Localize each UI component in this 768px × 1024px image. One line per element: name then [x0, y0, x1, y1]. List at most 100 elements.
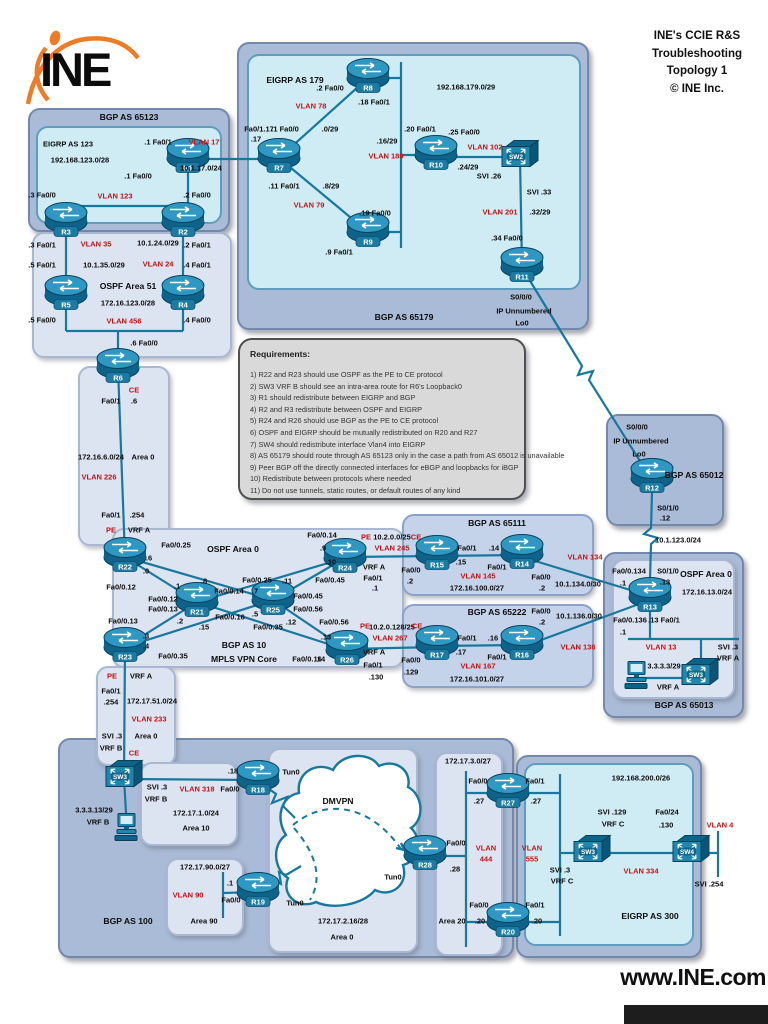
svg-text:R18: R18: [251, 786, 265, 795]
router-r25-icon: R25: [249, 578, 297, 623]
router-r28-icon: R28: [401, 833, 449, 878]
link-line: [196, 556, 346, 604]
svg-text:R15: R15: [430, 561, 444, 570]
diagram-label: VRF C: [550, 876, 574, 886]
diagram-label: VLAN 145: [460, 571, 496, 581]
diagram-label: .18 Fa0/1: [358, 97, 390, 107]
diagram-label: .1: [226, 878, 234, 888]
router-r24-icon: R24: [321, 536, 369, 581]
diagram-label: Fa0/0.14: [307, 530, 337, 540]
diagram-label: 10.2.0.128/25: [369, 622, 415, 632]
link-line: [124, 598, 274, 649]
diagram-label: VLAN 267: [372, 633, 408, 643]
diagram-label: .32/29: [529, 207, 551, 217]
diagram-label: Fa0/0.16: [292, 654, 322, 664]
switch-sw4-icon: SW4: [671, 833, 711, 874]
diagram-label: .3 Fa0/1: [28, 240, 56, 250]
diagram-label: Fa0/1.17: [244, 124, 274, 134]
diagram-label: .2: [406, 576, 414, 586]
diagram-label: .7: [251, 586, 259, 596]
requirement-item: 9) Peer BGP off the directly connected i…: [250, 462, 519, 472]
svg-text:R11: R11: [515, 273, 528, 282]
router-r18-icon: R18: [234, 758, 282, 803]
router-r27-icon: R27: [484, 771, 532, 816]
diagram-label: VRF A: [656, 682, 680, 692]
diagram-label: Fa0/0.13: [108, 616, 138, 626]
diagram-label: VRF A: [129, 671, 153, 681]
diagram-label: 172.16.100.0/27: [449, 583, 505, 593]
router-r10-icon: R10: [412, 133, 460, 178]
diagram-label: VLAN 318: [179, 784, 215, 794]
diagram-label: Lo0: [632, 449, 646, 459]
group-vlan318-area10: [140, 762, 238, 846]
diagram-label: Fa0/0.25: [161, 540, 191, 550]
diagram-label: VLAN: [521, 843, 543, 853]
router-r1-icon: R1: [164, 136, 212, 181]
diagram-label: VLAN 233: [131, 714, 167, 724]
diagram-label: .27: [530, 796, 542, 806]
diagram-label: VLAN 226: [81, 472, 117, 482]
diagram-label: S0/1/0: [657, 566, 679, 576]
svg-text:R7: R7: [274, 164, 284, 173]
router-r12-icon: R12: [628, 456, 676, 501]
requirement-item: 10) Redistribute between protocols where…: [250, 474, 412, 484]
svg-text:R12: R12: [645, 484, 659, 493]
diagram-label: Fa0/0: [531, 606, 551, 616]
diagram-label: .2 Fa0/1: [183, 240, 211, 250]
diagram-label: .8: [200, 576, 208, 586]
diagram-label: SVI .129: [597, 807, 627, 817]
svg-text:R17: R17: [430, 651, 444, 660]
diagram-label: .11: [281, 576, 293, 586]
switch-sw3-icon: SW3: [680, 656, 720, 697]
diagram-label: DMVPN: [322, 796, 354, 806]
router-r7-icon: R7: [255, 136, 303, 181]
svg-text:R24: R24: [338, 564, 353, 573]
diagram-label: .16: [487, 633, 499, 643]
diagram-label: BGP AS 65111: [468, 518, 526, 528]
diagram-label: Fa0/0: [221, 895, 241, 905]
diagram-label: Fa0/0: [446, 838, 466, 848]
switch-sw2-icon: SW2: [500, 138, 540, 179]
link-line: [123, 777, 259, 782]
diagram-label: Area 0: [134, 731, 158, 741]
svg-text:R8: R8: [363, 84, 373, 93]
diagram-label: 10.1.136.0/30: [556, 611, 602, 621]
diagram-label: Area 0: [131, 452, 155, 462]
title-line-3: Topology 1: [666, 65, 728, 77]
svg-text:SW3: SW3: [581, 849, 595, 856]
diagram-label: Fa0/0: [401, 565, 421, 575]
diagram-label: 555: [525, 854, 539, 864]
footer-url: www.INE.com: [620, 964, 766, 990]
diagram-label: BGP AS 65012: [664, 470, 724, 480]
diagram-label: S0/1/0: [657, 503, 679, 513]
diagram-label: 3.3.3.3/29: [647, 661, 681, 671]
router-r23-icon: R23: [101, 625, 149, 670]
ine-logo: INE: [18, 28, 148, 110]
diagram-label: VLAN 35: [80, 239, 112, 249]
requirement-item: 7) SW4 should redistribute interface Vla…: [250, 439, 426, 449]
router-r6-icon: R6: [94, 346, 142, 391]
title-line-4: © INE Inc.: [670, 82, 724, 95]
svg-text:R19: R19: [251, 898, 265, 907]
router-r9-icon: R9: [344, 210, 392, 255]
link-line: [196, 600, 348, 652]
diagram-label: 172.17.90.0/27: [179, 862, 231, 872]
diagram-label: Area 0: [330, 932, 354, 942]
diagram-label: .2 Fa0/0: [183, 190, 211, 200]
diagram-label: Fa0/1: [101, 686, 121, 696]
diagram-label: 3.3.3.13/29: [75, 805, 113, 815]
svg-text:R10: R10: [429, 161, 443, 170]
diagram-label: Fa0/0.35: [158, 651, 188, 661]
diagram-label: 10.2.0.0/25: [373, 532, 411, 542]
diagram-label: VLAN 456: [106, 316, 142, 326]
diagram-label: SVI .33: [526, 187, 552, 197]
diagram-label: .13: [659, 577, 671, 587]
diagram-label: SVI .3: [717, 642, 739, 652]
page-edge-bar: [624, 1005, 768, 1024]
diagram-label: .4 Fa0/1: [183, 260, 211, 270]
svg-text:SW2: SW2: [509, 154, 523, 161]
diagram-label: VLAN 201: [482, 207, 518, 217]
diagram-label: .10: [325, 557, 337, 567]
link-line: [124, 555, 274, 602]
